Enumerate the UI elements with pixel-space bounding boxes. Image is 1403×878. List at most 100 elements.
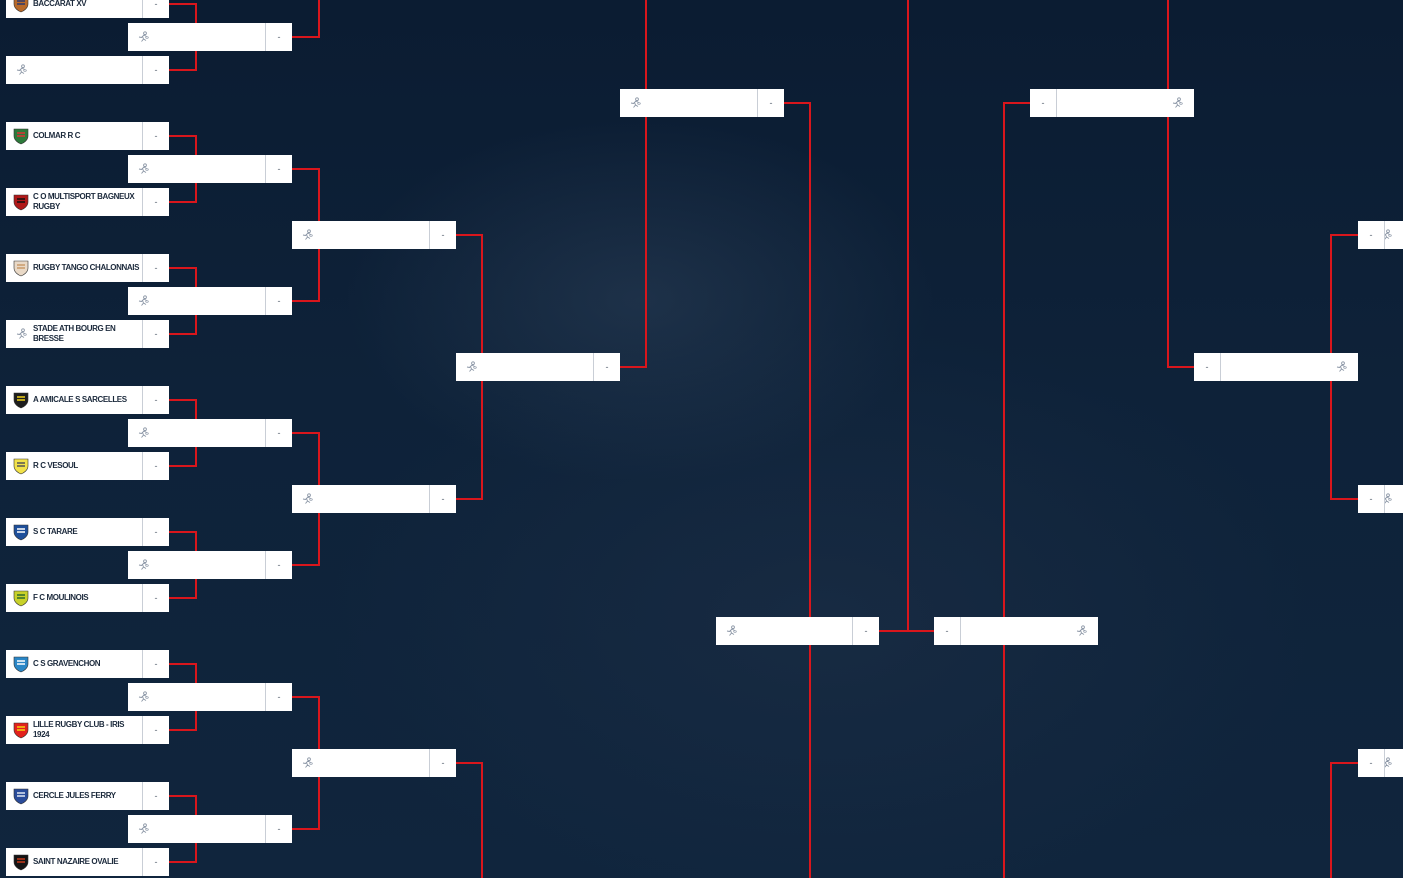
score-cell: - xyxy=(1194,353,1221,381)
round2-team-slot[interactable]: - xyxy=(128,287,292,315)
score-cell: - xyxy=(142,0,169,18)
team-name: LILLE RUGBY CLUB - IRIS 1924 xyxy=(33,720,125,739)
team-cell[interactable] xyxy=(128,551,265,579)
round2-team-slot[interactable]: - xyxy=(128,551,292,579)
bracket-connector xyxy=(784,102,811,878)
score-cell: - xyxy=(265,287,292,315)
team-cell[interactable] xyxy=(1385,485,1403,513)
round1-team-slot[interactable]: STADE ATH BOURG EN BRESSE- xyxy=(6,320,169,348)
round3-team-slot[interactable]: - xyxy=(292,749,456,777)
team-cell[interactable] xyxy=(128,287,265,315)
round1-team-slot[interactable]: SAINT NAZAIRE OVALIE- xyxy=(6,848,169,876)
round1-team-slot[interactable]: S C TARARE- xyxy=(6,518,169,546)
team-cell[interactable] xyxy=(716,617,852,645)
round1-team-slot[interactable]: RUGBY TANGO CHALONNAIS- xyxy=(6,254,169,282)
round2-team-slot[interactable]: - xyxy=(128,155,292,183)
round1-team-slot[interactable]: - xyxy=(6,56,169,84)
round2-team-slot[interactable]: - xyxy=(128,419,292,447)
rugby-player-placeholder-icon xyxy=(302,757,313,768)
right-round3-team-slot[interactable]: - xyxy=(1358,749,1403,777)
round1-team-slot[interactable]: COLMAR R C- xyxy=(6,122,169,150)
rugby-player-placeholder-icon xyxy=(138,427,149,438)
bracket-connector xyxy=(1003,102,1030,878)
round1-team-slot[interactable]: F C MOULINOIS- xyxy=(6,584,169,612)
team-cell[interactable]: BACCARAT XV xyxy=(6,0,142,18)
score-cell: - xyxy=(142,584,169,612)
team-cell[interactable] xyxy=(292,221,429,249)
club-crest-icon xyxy=(13,788,29,805)
round5-team-slot[interactable]: - xyxy=(620,89,784,117)
round2-team-slot[interactable]: - xyxy=(128,815,292,843)
club-crest-icon xyxy=(11,786,31,806)
team-cell[interactable]: STADE ATH BOURG EN BRESSE xyxy=(6,320,142,348)
team-cell[interactable] xyxy=(1057,89,1194,117)
round1-team-slot[interactable]: CERCLE JULES FERRY- xyxy=(6,782,169,810)
round1-team-slot[interactable]: R C VESOUL- xyxy=(6,452,169,480)
team-cell[interactable] xyxy=(128,23,265,51)
team-cell[interactable]: F C MOULINOIS xyxy=(6,584,142,612)
rugby-player-placeholder-icon xyxy=(302,229,313,240)
team-cell[interactable] xyxy=(128,155,265,183)
rugby-player-placeholder-icon xyxy=(133,27,153,47)
round1-team-slot[interactable]: C O MULTISPORT BAGNEUX RUGBY- xyxy=(6,188,169,216)
round2-team-slot[interactable]: - xyxy=(128,23,292,51)
club-crest-icon xyxy=(13,854,29,871)
round1-team-slot[interactable]: BACCARAT XV- xyxy=(6,0,169,18)
round2-team-slot[interactable]: - xyxy=(128,683,292,711)
score-cell: - xyxy=(1358,485,1385,513)
team-cell[interactable] xyxy=(1385,749,1403,777)
team-cell[interactable] xyxy=(128,815,265,843)
team-cell[interactable]: C O MULTISPORT BAGNEUX RUGBY xyxy=(6,188,142,216)
score-cell: - xyxy=(265,551,292,579)
team-cell[interactable]: RUGBY TANGO CHALONNAIS xyxy=(6,254,142,282)
club-crest-icon xyxy=(13,722,29,739)
team-cell[interactable] xyxy=(6,56,142,84)
team-cell[interactable]: A AMICALE S SARCELLES xyxy=(6,386,142,414)
team-cell[interactable]: COLMAR R C xyxy=(6,122,142,150)
right-round3-team-slot[interactable]: - xyxy=(1358,221,1403,249)
rugby-player-placeholder-icon xyxy=(138,295,149,306)
team-cell[interactable] xyxy=(1385,221,1403,249)
team-cell[interactable]: R C VESOUL xyxy=(6,452,142,480)
team-cell[interactable] xyxy=(961,617,1098,645)
rugby-player-placeholder-icon xyxy=(1385,757,1392,768)
score-cell: - xyxy=(142,56,169,84)
team-cell[interactable] xyxy=(128,683,265,711)
club-crest-icon xyxy=(11,0,31,14)
club-crest-icon xyxy=(13,194,29,211)
club-crest-icon xyxy=(11,390,31,410)
team-cell[interactable]: CERCLE JULES FERRY xyxy=(6,782,142,810)
rugby-player-placeholder-icon xyxy=(1071,621,1091,641)
club-crest-icon xyxy=(11,456,31,476)
team-cell[interactable] xyxy=(128,419,265,447)
team-cell[interactable]: C S GRAVENCHON xyxy=(6,650,142,678)
club-crest-icon xyxy=(11,720,31,740)
rugby-player-placeholder-icon xyxy=(138,559,149,570)
team-cell[interactable] xyxy=(292,485,429,513)
score-cell: - xyxy=(265,23,292,51)
rugby-player-placeholder-icon xyxy=(16,64,27,75)
round4-team-slot[interactable]: - xyxy=(456,353,620,381)
team-cell[interactable]: S C TARARE xyxy=(6,518,142,546)
round1-team-slot[interactable]: LILLE RUGBY CLUB - IRIS 1924- xyxy=(6,716,169,744)
team-cell[interactable]: LILLE RUGBY CLUB - IRIS 1924 xyxy=(6,716,142,744)
round1-team-slot[interactable]: A AMICALE S SARCELLES- xyxy=(6,386,169,414)
final-team-slot-right[interactable]: - xyxy=(934,617,1098,645)
right-round4-team-slot[interactable]: - xyxy=(1194,353,1358,381)
right-round3-team-slot[interactable]: - xyxy=(1358,485,1403,513)
final-team-slot-left[interactable]: - xyxy=(716,617,879,645)
round1-team-slot[interactable]: C S GRAVENCHON- xyxy=(6,650,169,678)
rugby-player-placeholder-icon xyxy=(133,291,153,311)
team-cell[interactable] xyxy=(292,749,429,777)
club-crest-icon xyxy=(11,522,31,542)
round3-team-slot[interactable]: - xyxy=(292,485,456,513)
team-cell[interactable]: SAINT NAZAIRE OVALIE xyxy=(6,848,142,876)
team-name: CERCLE JULES FERRY xyxy=(33,791,116,800)
team-cell[interactable] xyxy=(456,353,593,381)
score-cell: - xyxy=(142,518,169,546)
round3-team-slot[interactable]: - xyxy=(292,221,456,249)
team-name: SAINT NAZAIRE OVALIE xyxy=(33,857,119,866)
team-cell[interactable] xyxy=(620,89,757,117)
right-round5-team-slot[interactable]: - xyxy=(1030,89,1194,117)
team-cell[interactable] xyxy=(1221,353,1358,381)
